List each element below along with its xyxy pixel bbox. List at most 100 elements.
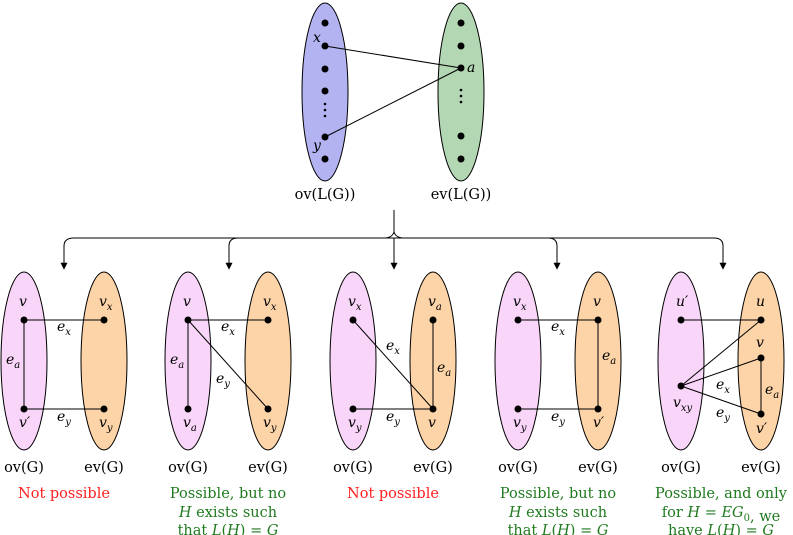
vertex — [457, 19, 465, 27]
vertex — [264, 316, 272, 324]
label-v-a: va — [183, 415, 197, 434]
label-e-x: ex — [551, 319, 565, 338]
label-u-prime: u′ — [676, 294, 689, 310]
ev-set-ellipse — [80, 271, 128, 451]
label-e-a: ea — [602, 348, 616, 367]
label-v-xy: vxy — [673, 395, 693, 414]
verdict-line-2: H exists such — [178, 505, 277, 521]
edge-e-y — [680, 385, 762, 415]
vertex — [677, 382, 685, 390]
arrow-case-2 — [225, 237, 239, 270]
vertex — [457, 132, 465, 140]
label-e-x: ex — [386, 338, 400, 357]
label-v: v — [756, 335, 764, 351]
vertex — [594, 316, 602, 324]
ov-caption: ov(G) — [333, 460, 373, 476]
vertex-x — [321, 42, 329, 50]
label-e-y: ey — [216, 371, 230, 390]
ellipsis-dot — [459, 94, 463, 98]
edge-e-x — [352, 319, 434, 410]
label-u: u — [756, 294, 765, 310]
edge-e-x — [680, 357, 762, 387]
verdict-line-3: that L(H) = G — [508, 523, 609, 535]
ellipsis-dot — [323, 108, 327, 112]
label-e-a: ea — [6, 352, 20, 371]
vertex — [20, 316, 28, 324]
vertex — [321, 155, 329, 163]
vertex-a — [457, 64, 465, 72]
vertex — [20, 405, 28, 413]
ov-set-ellipse — [494, 271, 542, 451]
label-e-x: ex — [57, 319, 71, 338]
edge-e-y — [187, 319, 269, 410]
verdict-line-2: H exists such — [508, 505, 607, 521]
vertex-x-label: x — [313, 30, 321, 46]
label-v-a: va — [428, 294, 442, 313]
label-v-x: vx — [348, 294, 362, 313]
top-left-caption: ov(L(G)) — [295, 187, 356, 203]
vertex — [349, 316, 357, 324]
vertex — [349, 405, 357, 413]
branch-left-curve — [383, 231, 395, 239]
top-left-vertices — [321, 19, 329, 163]
edge-y-a — [324, 67, 462, 138]
branch-arrows — [60, 210, 727, 270]
vertex — [264, 405, 272, 413]
ov-set-ellipse — [657, 271, 705, 451]
vertex — [184, 316, 192, 324]
vertex — [757, 410, 765, 418]
ev-set-ellipse — [244, 271, 292, 451]
label-v-y: vy — [513, 415, 527, 434]
label-v-y: vy — [263, 415, 277, 434]
vertex — [514, 405, 522, 413]
label-v-x: vx — [99, 294, 113, 313]
vertex — [457, 155, 465, 163]
vertex — [514, 316, 522, 324]
label-e-x: ex — [221, 319, 235, 338]
label-e-x: ex — [716, 377, 730, 396]
ov-set-ellipse — [329, 271, 377, 451]
label-v: v — [19, 294, 27, 310]
vertex — [677, 316, 685, 324]
edge-x-a — [324, 45, 462, 69]
verdict-line-3: have L(H) = G — [668, 523, 774, 535]
label-v-prime: v′ — [756, 421, 768, 437]
verdict-line-1: Possible, but no — [500, 486, 616, 502]
vertex — [321, 87, 329, 95]
ellipsis-dot — [323, 102, 327, 106]
arrow-case-4 — [547, 237, 561, 270]
ev-caption: ev(G) — [248, 460, 288, 476]
ov-caption: ov(G) — [661, 460, 701, 476]
ellipsis-dot — [323, 114, 327, 118]
label-e-a: ea — [437, 360, 451, 379]
vertex-y — [321, 133, 329, 141]
vertex — [184, 405, 192, 413]
label-v-x: vx — [513, 294, 527, 313]
vertex — [429, 316, 437, 324]
vertex — [100, 405, 108, 413]
top-right-caption: ev(L(G)) — [431, 187, 492, 203]
label-v-y: vy — [99, 415, 113, 434]
top-bipartite-graph: x y a ov(L(G)) ev(L(G)) — [295, 2, 492, 203]
label-e-y: ey — [386, 409, 400, 428]
vertex-a-label: a — [467, 60, 475, 76]
vertex — [757, 316, 765, 324]
ev-caption: ev(G) — [84, 460, 124, 476]
ev-caption: ev(G) — [413, 460, 453, 476]
arrow-case-5 — [713, 237, 727, 270]
ellipsis-dot — [459, 88, 463, 92]
label-e-y: ey — [57, 409, 71, 428]
label-v-prime: v′ — [19, 415, 31, 431]
top-right-set-ellipse — [437, 2, 485, 182]
verdict-line-1: Not possible — [347, 486, 439, 502]
arrow-case-1 — [60, 237, 75, 270]
verdict-line-1: Possible, and only — [655, 486, 788, 502]
top-right-vertices — [457, 19, 465, 163]
vertex — [321, 19, 329, 27]
branch-right-curve — [393, 231, 405, 239]
